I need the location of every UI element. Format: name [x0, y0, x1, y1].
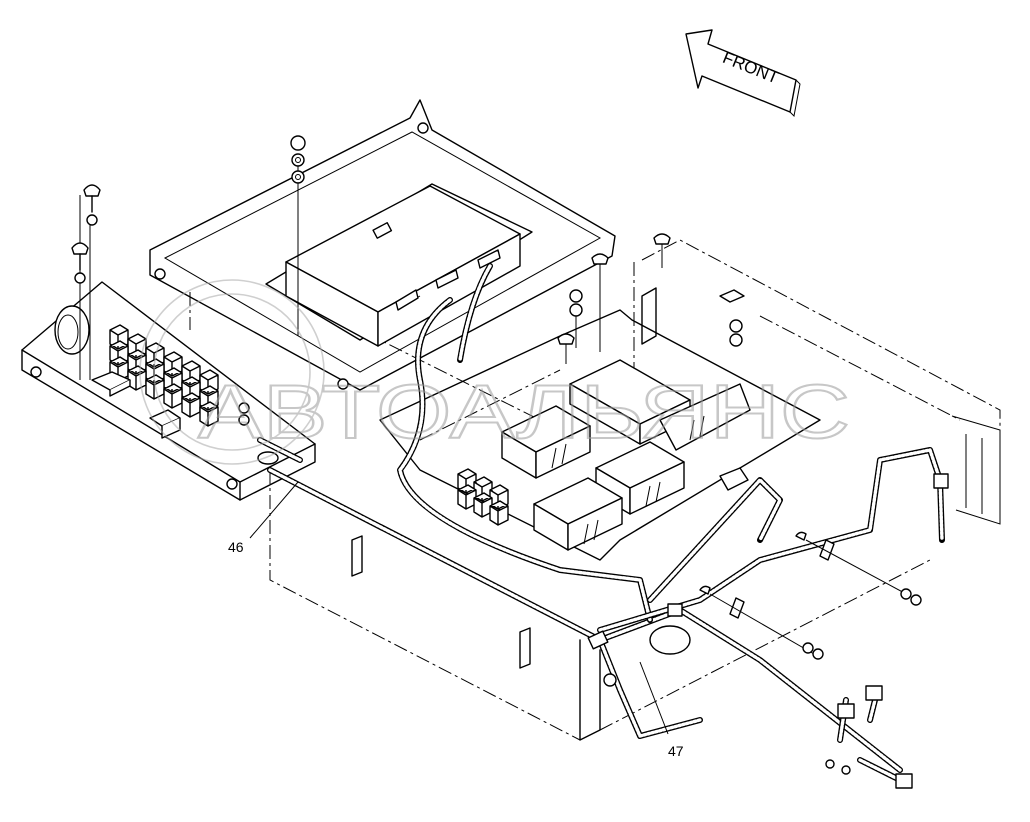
relay-cell	[127, 365, 147, 391]
callout-46-label: 46	[228, 539, 244, 555]
relay-module-4	[533, 477, 623, 551]
relay-block-left	[109, 324, 219, 427]
bolt-set-center	[557, 233, 743, 364]
electronic-control-unit	[265, 183, 533, 347]
front-direction-arrow: FRONT	[685, 29, 801, 118]
clamp-bolt-set	[699, 531, 922, 660]
relay-module-2	[569, 359, 751, 451]
callout-47: 47	[639, 661, 684, 759]
watermark-text: АВТОАЛЬЯНС	[198, 370, 850, 455]
watermark: АВТОАЛЬЯНС	[139, 279, 851, 465]
relay-cell	[199, 401, 219, 427]
bolt-set-left	[71, 184, 101, 284]
connector-bracket-left	[91, 371, 279, 465]
bolt-set-upper	[290, 135, 306, 336]
upper-mounting-tray	[149, 99, 616, 431]
callout-46: 46	[228, 481, 299, 555]
relay-cell	[489, 500, 509, 526]
relay-module-1	[501, 405, 591, 479]
relay-cell	[163, 383, 183, 409]
relay-block-center	[457, 468, 509, 526]
callout-47-label: 47	[668, 743, 684, 759]
relay-module-3	[595, 441, 685, 515]
side-cover-panel	[269, 470, 931, 741]
harness-connectors	[587, 467, 949, 789]
